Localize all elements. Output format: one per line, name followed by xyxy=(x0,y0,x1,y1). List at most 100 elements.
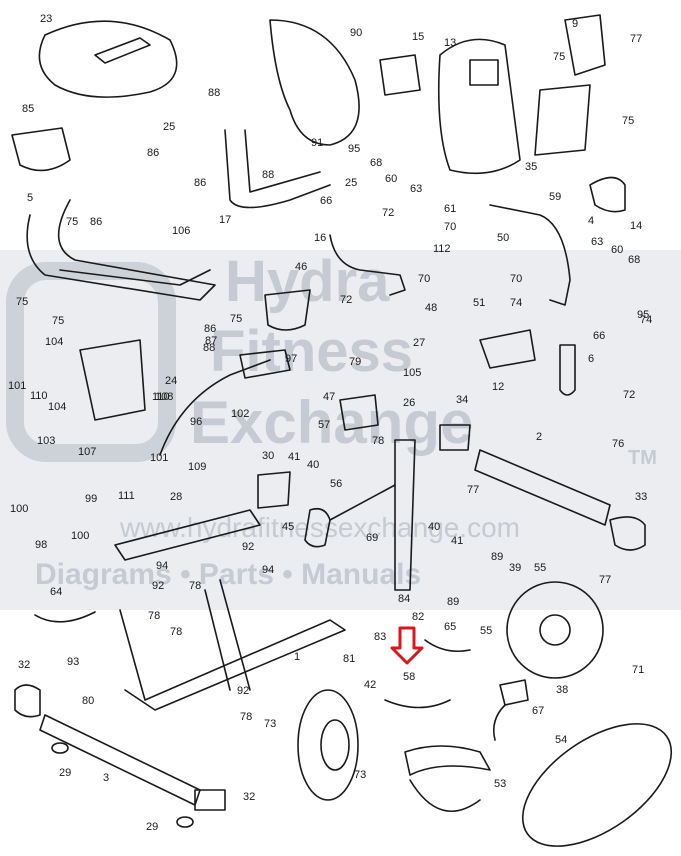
callout-75b: 75 xyxy=(622,115,634,127)
callout-88c: 88 xyxy=(203,342,215,354)
callout-72c: 72 xyxy=(623,389,635,401)
callout-94a: 94 xyxy=(156,560,168,572)
callout-55b: 55 xyxy=(480,625,492,637)
highlight-arrow xyxy=(390,626,424,665)
callout-17: 17 xyxy=(219,214,231,226)
callout-16: 16 xyxy=(314,232,326,244)
callout-74b: 74 xyxy=(640,314,652,326)
seat-back-part xyxy=(269,19,360,146)
callout-26: 26 xyxy=(403,397,415,409)
plate-35-part xyxy=(534,84,591,156)
callout-75a: 75 xyxy=(553,51,565,63)
pedal-arm-part xyxy=(329,234,406,296)
callout-66a: 66 xyxy=(320,195,332,207)
watermark-band xyxy=(0,250,681,610)
callout-104a: 104 xyxy=(45,336,63,348)
callout-75d: 75 xyxy=(16,296,28,308)
callout-103: 103 xyxy=(37,435,55,447)
callout-32a: 32 xyxy=(18,659,30,671)
callout-68b: 68 xyxy=(628,254,640,266)
callout-13: 13 xyxy=(444,37,456,49)
callout-66b: 66 xyxy=(593,330,605,342)
callout-29b: 29 xyxy=(146,821,158,833)
seat-frame-part xyxy=(224,129,331,209)
callout-86b: 86 xyxy=(194,177,206,189)
callout-27: 27 xyxy=(413,337,425,349)
callout-86a: 86 xyxy=(147,147,159,159)
callout-85: 85 xyxy=(22,103,34,115)
end-cap-32a-part xyxy=(14,684,41,718)
callout-47: 47 xyxy=(323,391,335,403)
callout-90: 90 xyxy=(350,27,362,39)
callout-60a: 60 xyxy=(385,173,397,185)
callout-89a: 89 xyxy=(491,551,503,563)
callout-91: 91 xyxy=(311,137,323,149)
callout-35: 35 xyxy=(525,161,537,173)
callout-72a: 72 xyxy=(382,207,394,219)
callout-48: 48 xyxy=(425,302,437,314)
callout-56: 56 xyxy=(330,478,342,490)
shroud-12-part xyxy=(479,329,536,369)
callout-88a: 88 xyxy=(208,87,220,99)
callout-54: 54 xyxy=(555,734,567,746)
callout-2: 2 xyxy=(536,431,542,443)
bottle-holder-part xyxy=(264,289,311,331)
callout-86c: 86 xyxy=(90,216,102,228)
callout-76: 76 xyxy=(612,438,624,450)
callout-63b: 63 xyxy=(591,236,603,248)
callout-24: 24 xyxy=(165,375,177,387)
callout-38: 38 xyxy=(556,684,568,696)
callout-78e: 78 xyxy=(240,711,252,723)
end-cap-32b-part xyxy=(194,789,226,811)
callout-50: 50 xyxy=(497,232,509,244)
console-part xyxy=(437,38,521,175)
callout-99: 99 xyxy=(85,493,97,505)
callout-92a: 92 xyxy=(242,541,254,553)
callout-98: 98 xyxy=(35,539,47,551)
callout-74a: 74 xyxy=(510,297,522,309)
callout-14: 14 xyxy=(630,220,642,232)
callout-112: 112 xyxy=(433,243,451,255)
callout-58: 58 xyxy=(403,671,415,683)
callout-5: 5 xyxy=(27,192,33,204)
callout-77c: 77 xyxy=(599,574,611,586)
callout-83: 83 xyxy=(374,631,386,643)
callout-88b: 88 xyxy=(262,169,274,181)
callout-45: 45 xyxy=(282,521,294,533)
callout-102: 102 xyxy=(231,408,249,420)
callout-87: 87 xyxy=(205,335,217,347)
callout-72b: 72 xyxy=(340,294,352,306)
watermark-logo-line1: Hydra xyxy=(225,249,390,314)
bracket-15-part xyxy=(379,54,421,96)
callout-70b: 70 xyxy=(418,273,430,285)
callout-75f: 75 xyxy=(52,315,64,327)
callout-55a: 55 xyxy=(534,562,546,574)
leveler-29b-part xyxy=(176,816,194,828)
seat-post-part xyxy=(394,439,416,591)
callout-108: 108 xyxy=(155,391,173,403)
callout-15: 15 xyxy=(412,31,424,43)
callout-30: 30 xyxy=(262,450,274,462)
watermark-tagline: Diagrams • Parts • Manuals xyxy=(35,558,422,591)
callout-84: 84 xyxy=(398,593,410,605)
callout-77b: 77 xyxy=(467,484,479,496)
idler-45-part xyxy=(304,507,331,548)
callout-94b: 94 xyxy=(262,564,274,576)
end-cap-34-part xyxy=(439,424,471,451)
callout-73a: 73 xyxy=(264,718,276,730)
callout-51: 51 xyxy=(473,297,485,309)
callout-105: 105 xyxy=(403,367,421,379)
callout-60b: 60 xyxy=(611,244,623,256)
callout-42: 42 xyxy=(364,679,376,691)
callout-81: 81 xyxy=(343,653,355,665)
callout-23: 23 xyxy=(40,13,52,25)
callout-64: 64 xyxy=(50,586,62,598)
frame-1-part xyxy=(119,609,346,711)
callout-46: 46 xyxy=(295,261,307,273)
watermark-tm: TM xyxy=(628,447,657,469)
seat-part xyxy=(38,20,178,98)
bracket-24-part xyxy=(79,339,146,421)
callout-41b: 41 xyxy=(451,535,463,547)
callout-68a: 68 xyxy=(370,157,382,169)
